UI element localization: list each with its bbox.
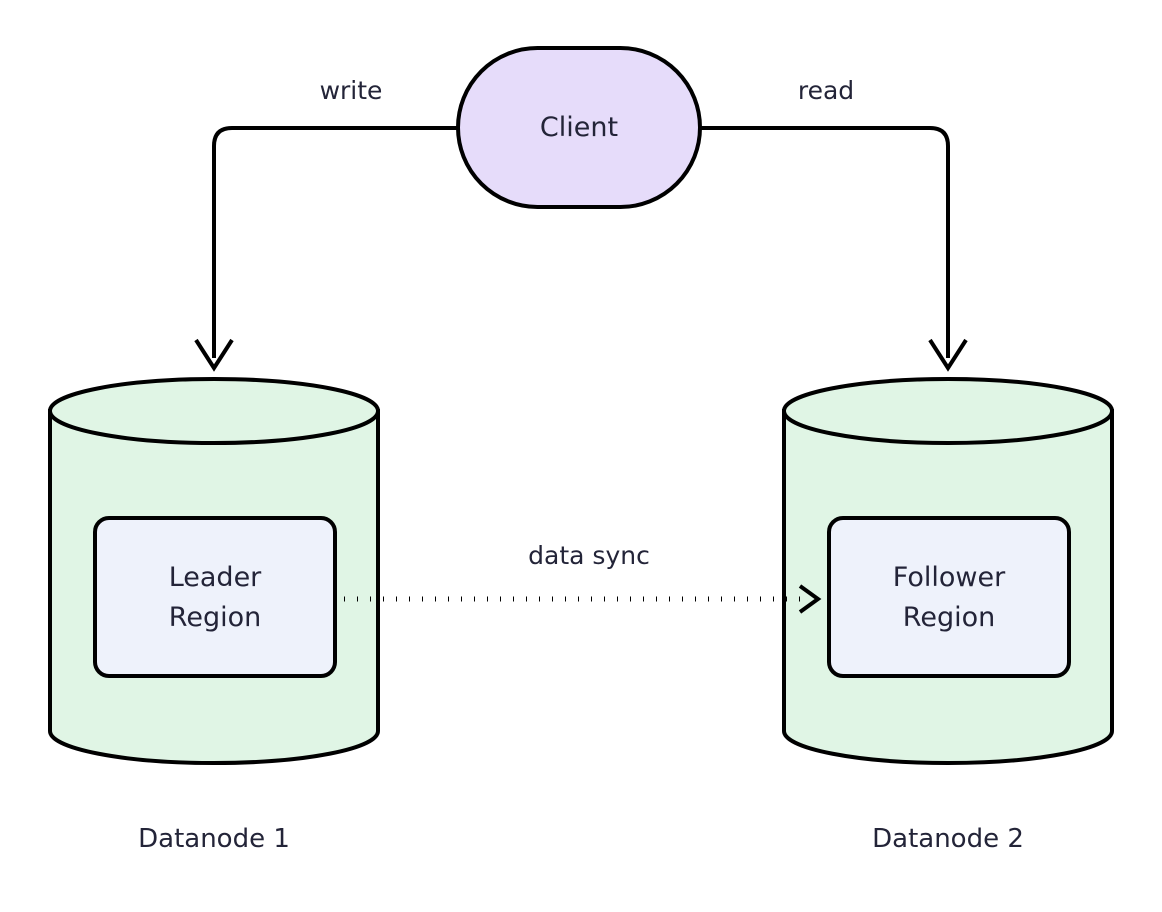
edge-read-arrowhead bbox=[928, 338, 968, 372]
edge-data-sync-arrowhead bbox=[798, 584, 822, 614]
edge-read bbox=[700, 126, 968, 372]
edge-write-line bbox=[212, 126, 458, 358]
node-datanode1[interactable] bbox=[48, 377, 380, 765]
client-stadium[interactable] bbox=[456, 46, 702, 209]
datanode1-caption: Datanode 1 bbox=[138, 824, 290, 854]
edge-label-data-sync: data sync bbox=[483, 541, 695, 571]
edge-read-line bbox=[700, 126, 950, 358]
datanode2-cylinder-top bbox=[782, 377, 1114, 445]
follower-region-box[interactable] bbox=[827, 516, 1071, 678]
node-datanode2[interactable] bbox=[782, 377, 1114, 765]
edge-write bbox=[194, 126, 458, 372]
edge-data-sync bbox=[344, 584, 822, 614]
datanode2-caption: Datanode 2 bbox=[872, 824, 1024, 854]
leader-region-box[interactable] bbox=[93, 516, 337, 678]
datanode1-cylinder-top bbox=[48, 377, 380, 445]
edge-write-arrowhead bbox=[194, 338, 234, 372]
edge-label-write: write bbox=[285, 76, 417, 106]
edge-label-read: read bbox=[760, 76, 892, 106]
node-client[interactable] bbox=[456, 46, 702, 209]
